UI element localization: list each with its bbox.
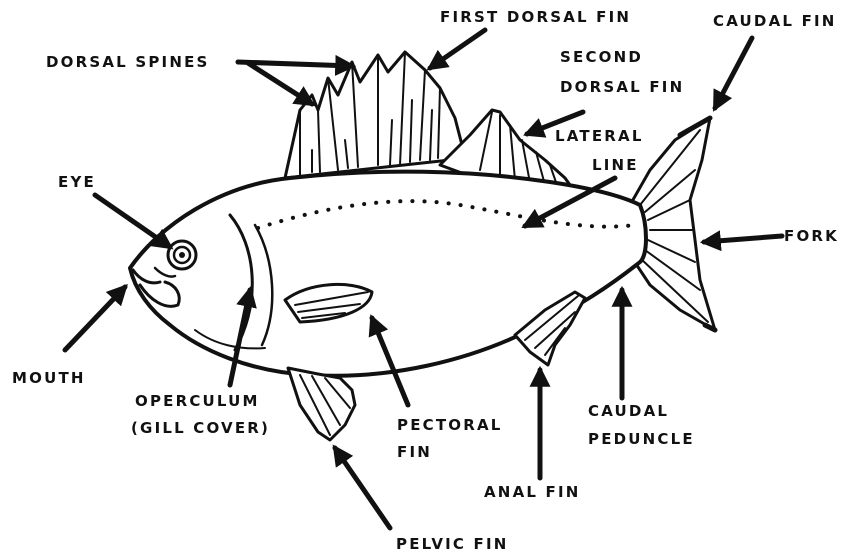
first-dorsal-fin-shape [285, 52, 462, 178]
label-mouth: MOUTH [12, 369, 86, 387]
arrow-caudal-fin [715, 38, 752, 108]
label-caudal-fin: CAUDAL FIN [713, 12, 837, 30]
label-caudal-peduncle-line1: CAUDAL [588, 402, 669, 420]
arrow-fork [704, 236, 782, 242]
label-dorsal-spines: DORSAL SPINES [46, 53, 210, 71]
fish-drawing [130, 52, 715, 440]
eye-shape [168, 241, 196, 269]
label-eye: EYE [58, 173, 96, 191]
label-operculum-line1: OPERCULUM [135, 392, 260, 410]
pelvic-fin-shape [288, 368, 355, 440]
label-first-dorsal-fin: FIRST DORSAL FIN [440, 8, 631, 26]
arrow-dorsal-spines-lower [248, 63, 312, 104]
label-operculum-line2: (GILL COVER) [131, 419, 270, 437]
arrow-mouth [65, 287, 125, 350]
label-pectoral-fin-line2: FIN [397, 443, 432, 461]
label-lateral-line-line2: LINE [592, 156, 639, 174]
arrow-pelvic-fin [335, 448, 390, 528]
label-caudal-peduncle-line2: PEDUNCLE [588, 430, 695, 448]
label-anal-fin: ANAL FIN [484, 483, 581, 501]
label-pelvic-fin: PELVIC FIN [396, 535, 509, 553]
label-second-dorsal-fin-line2: DORSAL FIN [560, 78, 684, 96]
arrow-first-dorsal-fin [430, 30, 485, 68]
label-fork: FORK [784, 227, 839, 245]
label-second-dorsal-fin-line1: SECOND [560, 48, 643, 66]
label-pectoral-fin-line1: PECTORAL [397, 416, 503, 434]
arrow-eye [95, 195, 170, 247]
label-lateral-line-line1: LATERAL [555, 127, 644, 145]
